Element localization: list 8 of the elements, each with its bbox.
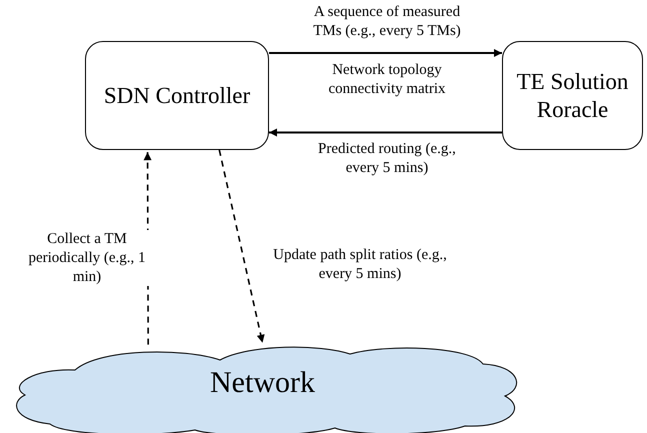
process-box (85, 41, 269, 150)
node-label: Network (210, 364, 315, 400)
arrow (269, 49, 502, 57)
arrow (218, 150, 265, 343)
arrow (269, 128, 502, 137)
node-label: SDN Controller (104, 82, 250, 110)
node-label: TE Solution Roracle (516, 68, 630, 124)
process-box (502, 41, 643, 150)
